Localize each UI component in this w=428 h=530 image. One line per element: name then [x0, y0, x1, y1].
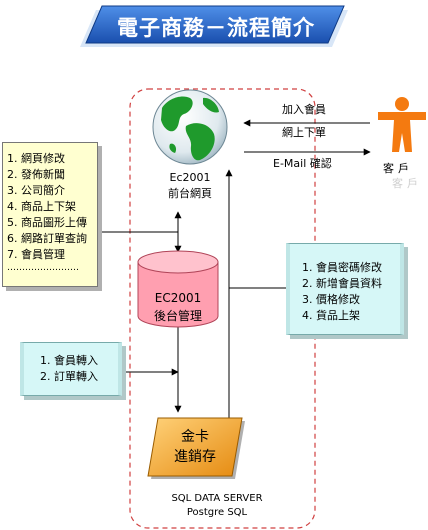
email-label: E-Mail 確認 [273, 157, 332, 170]
frontend-task-2: 2. 發佈新聞 [7, 168, 65, 181]
import-task-1: 1. 會員轉入 [40, 354, 98, 367]
frontend-label-line2: 前台網頁 [168, 187, 212, 200]
frontend-task-6: 6. 網路訂單查詢 [7, 232, 87, 245]
backend-task-2: 2. 新增會員資料 [302, 277, 382, 290]
database-cylinder-icon [137, 250, 219, 328]
import-tasks-note: 1. 會員轉入 2. 訂單轉入 [20, 342, 122, 396]
frontend-task-3: 3. 公司簡介 [7, 184, 65, 197]
database-label-line2: Postgre SQL [186, 507, 248, 518]
customer-label: 客戶 [383, 162, 413, 175]
page-title: 電子商務－流程簡介 [117, 16, 315, 40]
frontend-label-line1: Ec2001 [169, 171, 211, 184]
import-task-2: 2. 訂單轉入 [40, 370, 98, 383]
backend-tasks-note: 1. 會員密碼修改 2. 新增會員資料 3. 價格修改 4. 貨品上架 [286, 243, 404, 335]
frontend-task-5: 5. 商品圖形上傳 [7, 216, 87, 229]
frontend-task-ellipsis: …………………… [7, 263, 79, 273]
customer-shadow-label: 客戶 [392, 177, 422, 190]
frontend-tasks-note: 1. 網頁修改 2. 發佈新聞 3. 公司簡介 4. 商品上下架 5. 商品圖形… [2, 142, 98, 287]
backend-label-line1: EC2001 [154, 291, 202, 305]
backend-task-3: 3. 價格修改 [302, 293, 360, 306]
frontend-task-7: 7. 會員管理 [7, 248, 65, 261]
card-label-line2: 進銷存 [174, 449, 216, 465]
frontend-task-4: 4. 商品上下架 [7, 200, 76, 213]
card-parallelogram-icon [147, 417, 245, 479]
join-label-line2: 網上下單 [282, 126, 326, 139]
title-banner [80, 5, 348, 47]
globe-icon [152, 89, 228, 165]
card-label-line1: 金卡 [181, 429, 209, 445]
backend-label-line2: 後台管理 [153, 309, 202, 323]
backend-task-1: 1. 會員密碼修改 [302, 261, 382, 274]
backend-task-4: 4. 貨品上架 [302, 309, 360, 322]
frontend-task-1: 1. 網頁修改 [7, 152, 65, 165]
database-label-line1: SQL DATA SERVER [171, 493, 263, 504]
person-icon [378, 97, 426, 152]
join-label-line1: 加入會員 [282, 103, 326, 116]
